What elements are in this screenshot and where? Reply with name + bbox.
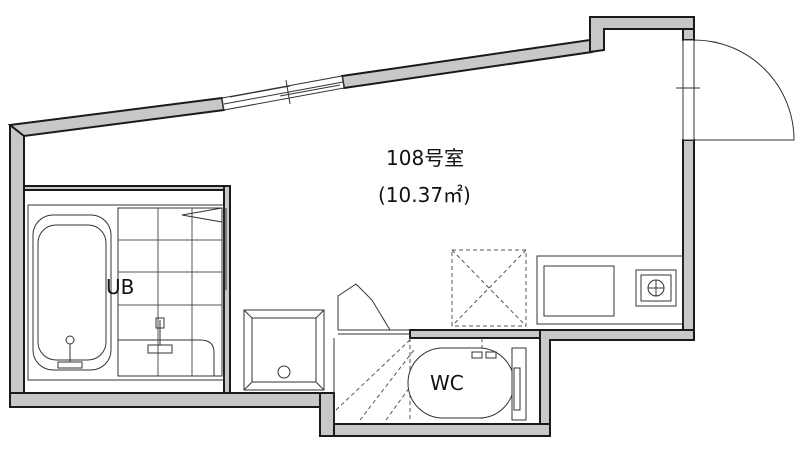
- window: [221, 75, 345, 111]
- sink: [543, 265, 615, 317]
- bath-label: UB: [106, 275, 134, 299]
- unit-bath: [27, 204, 227, 381]
- wc-bottom-wall: [319, 423, 551, 437]
- toilet-label: WC: [430, 371, 464, 395]
- top-wall-right: [340, 38, 594, 90]
- left-wall: [9, 124, 25, 394]
- bath-right-partition: [223, 185, 231, 394]
- bath-sink: [117, 339, 215, 377]
- wc-top-partition: [409, 329, 541, 339]
- right-wall-lower: [682, 139, 695, 341]
- kitchen-counter: [536, 255, 684, 325]
- bathtub: [32, 214, 112, 371]
- room-area: (10.37㎡): [378, 183, 471, 207]
- overhead-storage: [451, 249, 527, 327]
- wc-room: [333, 337, 527, 424]
- room-name: 108号室: [386, 146, 464, 170]
- bottom-left-wall: [9, 392, 335, 408]
- washer-space: [243, 309, 325, 391]
- top-wall-left: [7, 96, 226, 138]
- bottom-right-wall: [539, 329, 695, 437]
- right-wall-upper: [682, 28, 695, 41]
- wc-left-partition: [319, 392, 335, 437]
- bath-top-partition: [23, 185, 225, 191]
- wc-door: [337, 283, 410, 335]
- entrance-door: [676, 39, 795, 141]
- top-notch-wall: [589, 16, 695, 54]
- outer-walls: [7, 16, 695, 437]
